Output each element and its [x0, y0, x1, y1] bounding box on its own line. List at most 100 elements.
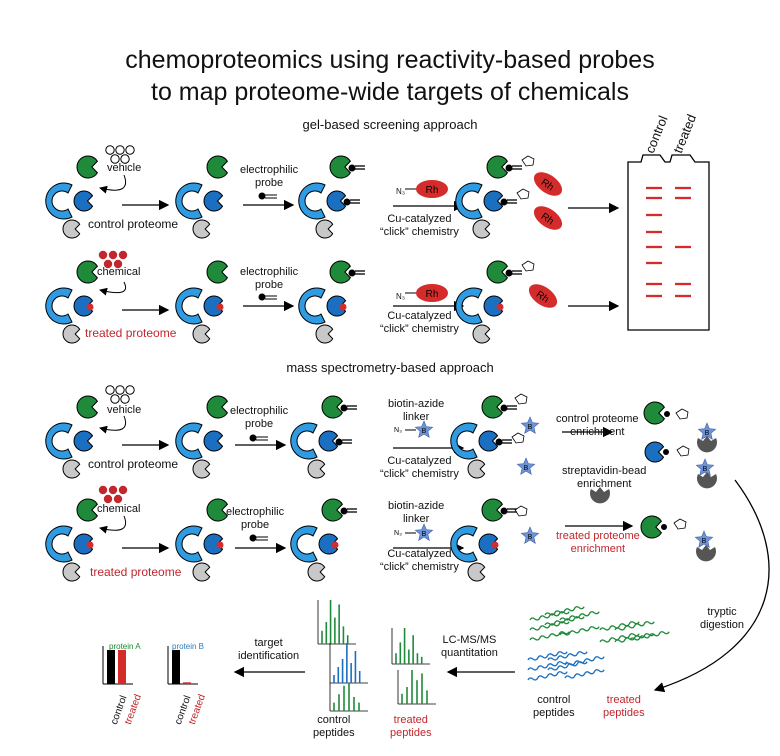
blue-protein	[483, 295, 504, 317]
chemical-circles-ms	[118, 485, 128, 495]
peptide-green	[559, 611, 600, 621]
control-peptides-label-2: control peptides	[313, 714, 355, 739]
treated-peptides-label-2: treated peptides	[390, 714, 432, 739]
green-protein	[486, 260, 509, 284]
tryptic-digestion-arrow	[653, 479, 770, 693]
peptide-blue	[564, 669, 605, 679]
probe-head	[340, 507, 348, 515]
treated-proteome-enrichment-label: treated proteome enrichment	[556, 530, 640, 555]
click-chemistry-label-2: Cu-catalyzed “click” chemistry	[380, 310, 459, 335]
green-protein	[76, 498, 99, 522]
chemical-circles-ms	[113, 494, 123, 504]
biotin-azide-linker-label-2: biotin-azide linker	[388, 500, 445, 525]
biotin-star	[520, 526, 540, 544]
grey-protein	[192, 562, 211, 582]
bound-chemical	[331, 541, 339, 549]
vehicle-label-ms: vehicle	[107, 404, 142, 416]
click-chemistry-label-ms: Cu-catalyzed “click” chemistry	[380, 455, 459, 480]
light-blue-protein	[455, 287, 483, 325]
biotin-text: B	[528, 424, 533, 431]
bar-treated	[183, 682, 191, 684]
biotin-star	[695, 458, 715, 476]
green-protein	[206, 260, 229, 284]
light-blue-protein	[450, 525, 478, 563]
green-protein	[76, 260, 99, 284]
grey-protein	[192, 324, 211, 344]
green-protein	[643, 401, 666, 425]
tryptic-digestion-label: tryptic digestion	[700, 606, 745, 631]
rh-tag-1: Rh	[533, 172, 563, 196]
green-protein	[206, 155, 229, 179]
rh-ellipse	[416, 180, 448, 198]
vehicle-circles-ms	[125, 385, 135, 395]
grey-protein	[192, 219, 211, 239]
green-protein	[481, 395, 504, 419]
triazole	[511, 432, 525, 444]
n3-label: N₃	[396, 187, 406, 196]
green-protein	[329, 260, 352, 284]
blue-protein	[73, 190, 94, 212]
n3-ms: N₃	[394, 427, 402, 434]
rh-tag-3: Rh	[528, 284, 558, 308]
biotin-text: B	[524, 465, 529, 472]
electrophilic-probe-label: electrophilic probe	[240, 164, 299, 189]
biotin-azide-linker-label: biotin-azide linker	[388, 398, 445, 423]
peptide-green	[599, 621, 640, 631]
ms-section-heading: mass spectrometry-based approach	[286, 360, 494, 375]
light-blue-protein	[455, 182, 483, 220]
green-protein	[206, 395, 229, 419]
probe-head	[495, 438, 503, 446]
control-proteome-enrichment-label: control proteome enrichment	[556, 413, 639, 438]
treated-proteome-label-ms: treated proteome	[90, 565, 182, 579]
grey-protein	[315, 219, 334, 239]
triazole	[514, 393, 528, 405]
grey-protein	[472, 324, 491, 344]
biotin-text: B	[422, 428, 427, 435]
light-blue-protein	[450, 422, 478, 460]
probe-head	[663, 449, 669, 455]
vehicle-circles-ms	[110, 394, 120, 404]
peptide-green	[614, 621, 655, 631]
blue-protein	[203, 295, 224, 317]
grey-protein	[472, 219, 491, 239]
biotin-star	[520, 416, 540, 434]
peptide-green	[614, 633, 655, 643]
light-blue-protein	[298, 182, 326, 220]
peptide-blue	[527, 651, 568, 661]
peptide-green	[544, 616, 585, 626]
vehicle-circles	[125, 145, 135, 155]
green-protein	[640, 515, 663, 539]
triazole	[521, 155, 535, 167]
grey-protein	[315, 324, 334, 344]
chemical-arrow	[99, 281, 126, 296]
rh-text: Rh	[426, 289, 439, 300]
bound-chemical	[339, 303, 347, 311]
probe-head	[500, 198, 508, 206]
treated-peptides-label: treated peptides	[603, 694, 645, 719]
chemical-circles	[108, 250, 118, 260]
probe-icon	[258, 192, 266, 200]
blue-protein	[73, 295, 94, 317]
chemical-circles-ms	[108, 485, 118, 495]
protein-a-label: protein A	[109, 642, 141, 651]
chemical-label: chemical	[97, 266, 141, 278]
green-protein	[76, 395, 99, 419]
probe-head	[343, 198, 351, 206]
light-blue-protein	[45, 422, 73, 460]
click-chemistry-label: Cu-catalyzed “click” chemistry	[380, 213, 459, 238]
rhodamine-ellipse	[533, 172, 563, 196]
control-peptides-label: control peptides	[533, 694, 575, 719]
vehicle-circles	[110, 154, 120, 164]
biotin-star-linker	[414, 523, 434, 541]
rhodamine-ellipse	[533, 206, 563, 230]
peptide-blue	[564, 656, 605, 666]
electrophilic-probe-label-ms: electrophilic probe	[230, 405, 289, 430]
click-chemistry-label-ms-2: Cu-catalyzed “click” chemistry	[380, 548, 459, 573]
streptavidin-bead-icon	[590, 487, 610, 504]
blue-protein	[318, 430, 339, 452]
blue-protein	[326, 190, 347, 212]
control-proteome-label-ms: control proteome	[88, 457, 179, 471]
grey-protein	[307, 459, 326, 479]
biotin-text: B	[702, 538, 707, 545]
